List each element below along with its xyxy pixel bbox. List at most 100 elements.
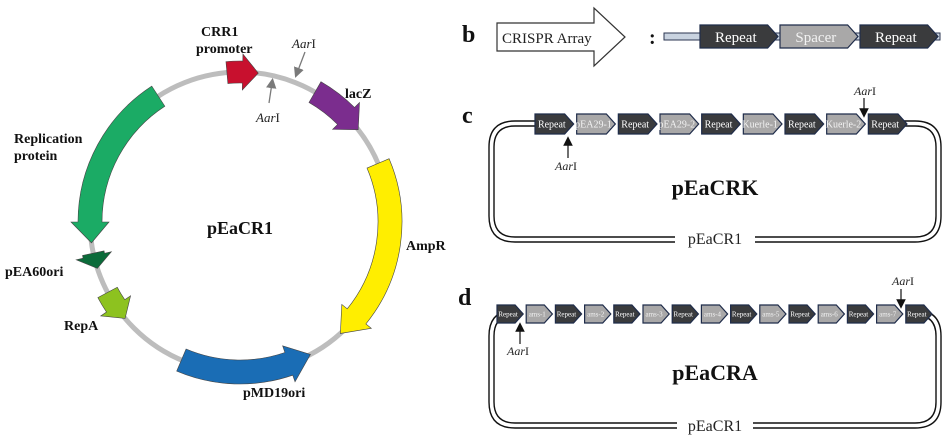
d-segment-spacer: ams-2: [584, 304, 612, 324]
segment-label: ams-4: [704, 310, 722, 318]
aar1-site-label-d-first: AarI: [506, 344, 529, 358]
d-segment-spacer: ams-4: [700, 304, 729, 324]
segment-label: Repeat: [907, 310, 926, 318]
segment-label: Spacer: [795, 30, 836, 46]
crispr-array-label: CRISPR Array: [502, 31, 592, 47]
segment-shape: [525, 304, 554, 324]
segment-shape: [867, 113, 908, 135]
d-segment-repeat: Repeat: [846, 304, 875, 324]
aar1-site-arrow-lower: [266, 77, 277, 104]
segment-shape: [817, 304, 846, 324]
label-crr1-promoter: CRR1 promoter: [196, 25, 253, 57]
segment-shape: [613, 304, 641, 324]
segment-label: Repeat: [788, 120, 816, 131]
segment-label: Repeat: [557, 310, 576, 318]
segment-shape: [730, 304, 758, 324]
segment-label: Kuerle-1: [742, 120, 778, 131]
d-segment-spacer: ams-7: [876, 304, 904, 324]
segment-shape: [699, 24, 779, 49]
d-segment-spacer: ams-5: [759, 304, 787, 324]
feature-arrow-lacz: [308, 81, 360, 130]
aar1-site-label-c-first: AarI: [554, 159, 577, 173]
c-segment-repeat: Repeat: [701, 113, 742, 135]
segment-shape: [617, 113, 658, 135]
segment-shape: [534, 113, 575, 135]
segment-label: Repeat: [705, 120, 733, 131]
c-segment-spacer: pEA29-1: [575, 113, 617, 135]
crispr-array-arrow: [496, 6, 626, 68]
panel-c-letter: c: [462, 103, 473, 129]
d-segment-repeat: Repeat: [554, 304, 583, 324]
aar1-site-label-d-last: AarI: [891, 274, 914, 288]
b-segment-repeat: Repeat: [699, 24, 779, 49]
segment-label: Repeat: [849, 310, 868, 318]
segment-shape: [784, 113, 825, 135]
segment-shape: [701, 113, 742, 135]
backbone-label-d: pEaCR1: [688, 418, 742, 435]
d-segment-spacer: ams-6: [817, 304, 846, 324]
segment-shape: [846, 304, 875, 324]
feature-arrow-replication-protein: [70, 85, 166, 244]
c-segment-repeat: Repeat: [784, 113, 825, 135]
d-segment-spacer: ams-3: [642, 304, 671, 324]
segment-label: Repeat: [871, 120, 899, 131]
label-lacz: lacZ: [345, 87, 371, 102]
segment-label: Repeat: [674, 310, 693, 318]
segment-label: Repeat: [732, 310, 751, 318]
b-segment-repeat: Repeat: [859, 24, 939, 49]
segment-label: Repeat: [498, 310, 517, 318]
d-segment-repeat: Repeat: [613, 304, 641, 324]
c-segment-repeat: Repeat: [867, 113, 908, 135]
panel-b-letter: b: [462, 22, 475, 48]
d-segment-repeat: Repeat: [730, 304, 758, 324]
panel-c-pEaCRK: c Repeat pEA29-1 Repeat pEA29-2 Repeat Kuerle…: [462, 84, 942, 248]
segment-label: ams-7: [879, 310, 897, 318]
d-segment-repeat: Repeat: [788, 304, 817, 324]
b-segment-spacer: Spacer: [779, 24, 859, 49]
plasmid-features: [70, 53, 403, 385]
segment-shape: [554, 304, 583, 324]
construct-name-pEaCRA: pEaCRA: [672, 360, 758, 385]
segment-shape: [779, 24, 859, 49]
label-pmd19ori: pMD19ori: [243, 386, 305, 401]
loop-inner-line: [493, 125, 937, 238]
feature-arrow-repa: [97, 286, 132, 319]
pEaCRK-backbone-loop: [488, 120, 942, 243]
segment-shape: [671, 304, 700, 324]
segment-shape: [700, 304, 729, 324]
segment-shape: [742, 113, 783, 135]
aar1-site-label-upper: AarI: [291, 36, 316, 51]
segment-shape: [788, 304, 817, 324]
c-segment-spacer: pEA29-2: [658, 113, 700, 135]
feature-arrow-ampr: [340, 158, 403, 334]
segment-label: ams-5: [762, 310, 780, 318]
segment-label: pEA29-1: [575, 120, 612, 131]
segment-shape: [876, 304, 904, 324]
c-segment-spacer: Kuerle-2: [826, 113, 867, 135]
aar1-site-label-c-last: AarI: [853, 84, 876, 98]
aar1-site-label-lower: AarI: [255, 110, 280, 125]
loop-outer-line: [488, 120, 942, 243]
d-segment-repeat: Repeat: [905, 304, 933, 324]
segment-label: Kuerle-2: [826, 120, 862, 131]
segment-label: Repeat: [715, 30, 757, 46]
segment-shape: [642, 304, 671, 324]
segment-shape: [826, 113, 867, 135]
segment-label: pEA29-2: [658, 120, 695, 131]
panel-c-segments: Repeat pEA29-1 Repeat pEA29-2 Repeat Kuerle-1…: [534, 113, 908, 135]
label-repa: RepA: [64, 319, 99, 334]
segment-shape: [659, 113, 700, 135]
plasmid-name: pEaCR1: [207, 218, 273, 238]
segment-shape: [496, 304, 525, 324]
feature-arrow-pmd19ori: [176, 345, 311, 385]
segment-shape: [584, 304, 612, 324]
d-segment-repeat: Repeat: [671, 304, 700, 324]
segment-label: Repeat: [615, 310, 634, 318]
panel-d-letter: d: [458, 285, 472, 311]
label-replication-protein: Replication protein: [14, 132, 86, 164]
segment-label: Repeat: [621, 120, 649, 131]
